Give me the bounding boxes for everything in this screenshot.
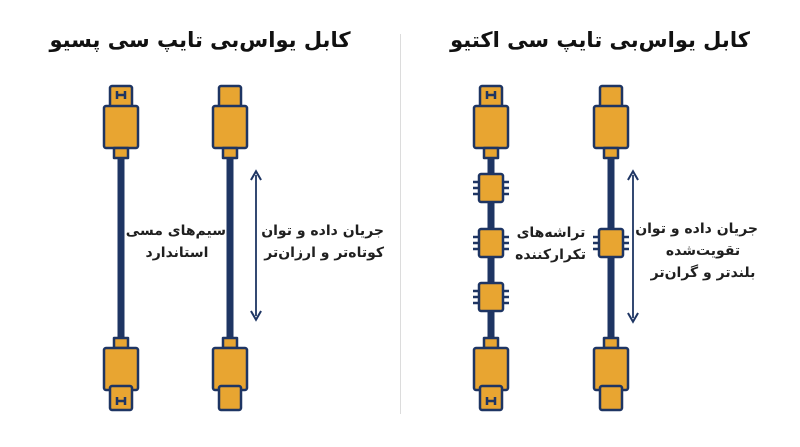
- repeater-chip-2: [471, 227, 511, 259]
- passive-cable-right-top-connector: [211, 84, 249, 160]
- passive-cable-right-bottom-connector: [211, 336, 249, 412]
- active-signal-line2: تقویت‌شده: [665, 243, 741, 259]
- passive-cable-left-top-connector: [102, 84, 140, 160]
- wires-label-line1: سیم‌های مسی: [125, 223, 226, 239]
- active-cable-right-top-connector: [592, 84, 630, 160]
- active-cable-title: کابل یواس‌بی تایپ سی اکتیو: [450, 28, 750, 52]
- passive-signal-line2: کوتاه‌تر و ارزان‌تر: [264, 245, 384, 261]
- copper-wires-label: سیم‌های مسی استاندارد: [125, 220, 226, 264]
- active-signal-line1: جریان داده و توان: [635, 221, 758, 237]
- repeater-chips-label: تراشه‌های تکرارکننده: [515, 222, 586, 266]
- active-cable-right-bottom-connector: [592, 336, 630, 412]
- active-signal-label: جریان داده و توان تقویت‌شده بلندتر و گرا…: [635, 218, 758, 284]
- passive-cable-title: کابل یواس‌بی تایپ سی پسیو: [49, 28, 351, 52]
- wires-label-line2: استاندارد: [145, 245, 209, 261]
- repeater-label-line1: تراشه‌های: [516, 225, 586, 241]
- active-signal-chip: [591, 227, 631, 259]
- active-cable-left-top-connector: [472, 84, 510, 160]
- active-cable-left-bottom-connector: [472, 336, 510, 412]
- center-divider: [400, 34, 401, 414]
- passive-signal-line1: جریان داده و توان: [261, 223, 384, 239]
- repeater-label-line2: تکرارکننده: [515, 247, 586, 263]
- repeater-chip-3: [471, 281, 511, 313]
- passive-cable-left-bottom-connector: [102, 336, 140, 412]
- passive-signal-label: جریان داده و توان کوتاه‌تر و ارزان‌تر: [261, 220, 384, 264]
- repeater-chip-1: [471, 172, 511, 204]
- active-signal-line3: بلندتر و گران‌تر: [650, 265, 756, 281]
